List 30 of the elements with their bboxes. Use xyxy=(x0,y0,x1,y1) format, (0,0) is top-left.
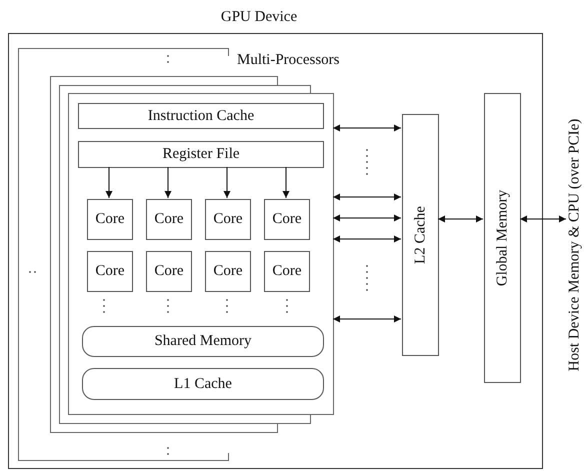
core-box: Core xyxy=(146,251,192,292)
arrow xyxy=(332,214,402,222)
node-label: L2 Cache xyxy=(412,206,429,264)
device-title: GPU Device xyxy=(220,9,298,26)
arrow xyxy=(332,236,402,242)
core-box: Core xyxy=(205,251,251,292)
cache-bar: Register File xyxy=(78,141,324,168)
core-box: Core xyxy=(87,199,133,240)
arrow xyxy=(332,124,402,132)
arrow xyxy=(332,316,402,322)
memory-bar: L1 Cache xyxy=(82,368,324,400)
core-box: Core xyxy=(205,199,251,240)
arrow xyxy=(520,216,566,222)
core-box: Core xyxy=(264,199,310,240)
memory-column xyxy=(402,114,439,356)
core-box: Core xyxy=(146,199,192,240)
node-label: Global Memory xyxy=(494,190,511,286)
arrow xyxy=(164,166,172,198)
group-title: Multi-Processors xyxy=(237,52,340,69)
memory-column xyxy=(484,93,521,383)
arrow xyxy=(224,166,230,198)
memory-bar: Shared Memory xyxy=(82,326,324,357)
arrow xyxy=(106,166,112,198)
node-label: Host Device Memory & CPU (over PCIe) xyxy=(566,118,584,372)
arrow xyxy=(332,194,402,200)
core-box: Core xyxy=(264,251,310,292)
core-box: Core xyxy=(87,251,133,292)
cache-bar: Instruction Cache xyxy=(78,103,324,129)
arrow xyxy=(282,166,290,198)
arrow xyxy=(438,216,484,222)
